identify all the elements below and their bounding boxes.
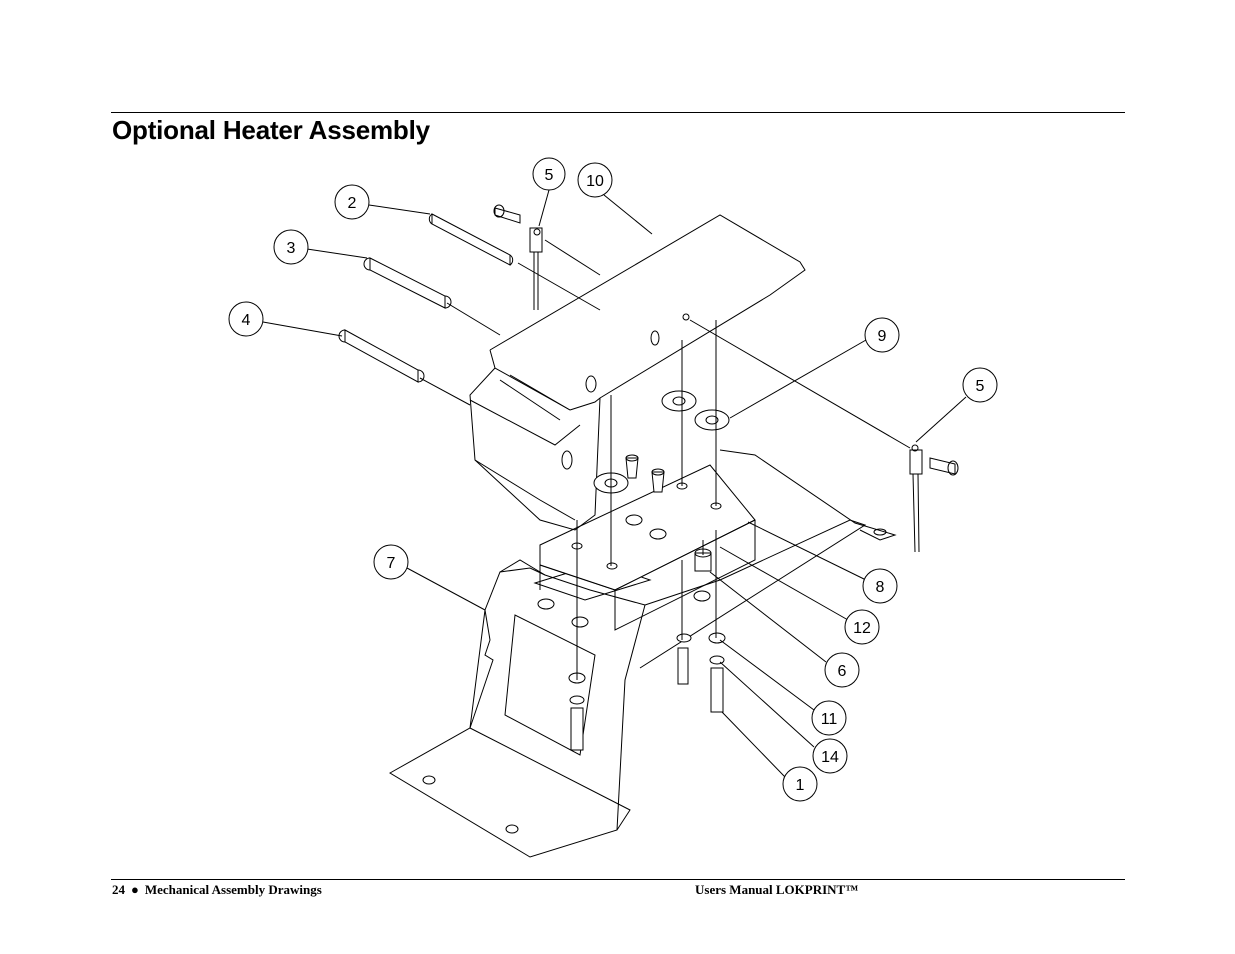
balloon-9: 9	[864, 317, 900, 353]
header-rule	[111, 112, 1125, 113]
leader-lines	[262, 189, 967, 778]
balloon-label: 4	[242, 312, 251, 329]
footer-left: 24 ● Mechanical Assembly Drawings	[112, 882, 322, 898]
section-name: Mechanical Assembly Drawings	[144, 882, 322, 897]
fastener-parts	[568, 390, 730, 751]
balloon-label: 5	[545, 167, 554, 184]
balloon-label: 3	[287, 240, 296, 257]
bullet-separator: ●	[131, 882, 139, 897]
balloon-label: 9	[878, 328, 887, 345]
page-number: 24	[112, 882, 125, 897]
balloon-5a: 5	[532, 157, 566, 191]
balloon-5b: 5	[962, 367, 998, 403]
balloon-7: 7	[373, 544, 409, 580]
balloon-4: 4	[228, 301, 264, 337]
balloon-label: 5	[976, 378, 985, 395]
balloon-label: 6	[838, 663, 847, 680]
thermostat-right	[689, 319, 959, 553]
manual-name: Users Manual LOKPRINT™	[695, 882, 859, 897]
balloon-6: 6	[824, 652, 860, 688]
balloon-14: 14	[812, 738, 848, 774]
top-cover-part	[469, 214, 806, 531]
balloon-label: 2	[348, 195, 357, 212]
balloon-10: 10	[577, 162, 613, 198]
balloon-label: 10	[586, 173, 604, 190]
balloon-12: 12	[844, 609, 880, 645]
thermostat-left	[493, 204, 601, 310]
balloon-label: 11	[821, 711, 838, 728]
assembly-lines	[576, 320, 717, 680]
balloon-11: 11	[811, 700, 847, 736]
balloon-8: 8	[862, 568, 898, 604]
balloon-label: 12	[853, 620, 871, 637]
balloon-2: 2	[334, 184, 370, 220]
bracket-part	[389, 449, 897, 858]
footer-rule	[111, 879, 1125, 880]
heater-block-part	[539, 464, 756, 631]
balloon-label: 8	[876, 579, 885, 596]
balloon-3: 3	[273, 229, 309, 265]
heater-rods	[338, 213, 601, 406]
balloon-label: 1	[796, 777, 805, 794]
balloon-label: 7	[387, 555, 396, 572]
page-title: Optional Heater Assembly	[112, 115, 430, 145]
balloon-label: 14	[821, 749, 839, 766]
balloon-1: 1	[782, 766, 818, 802]
